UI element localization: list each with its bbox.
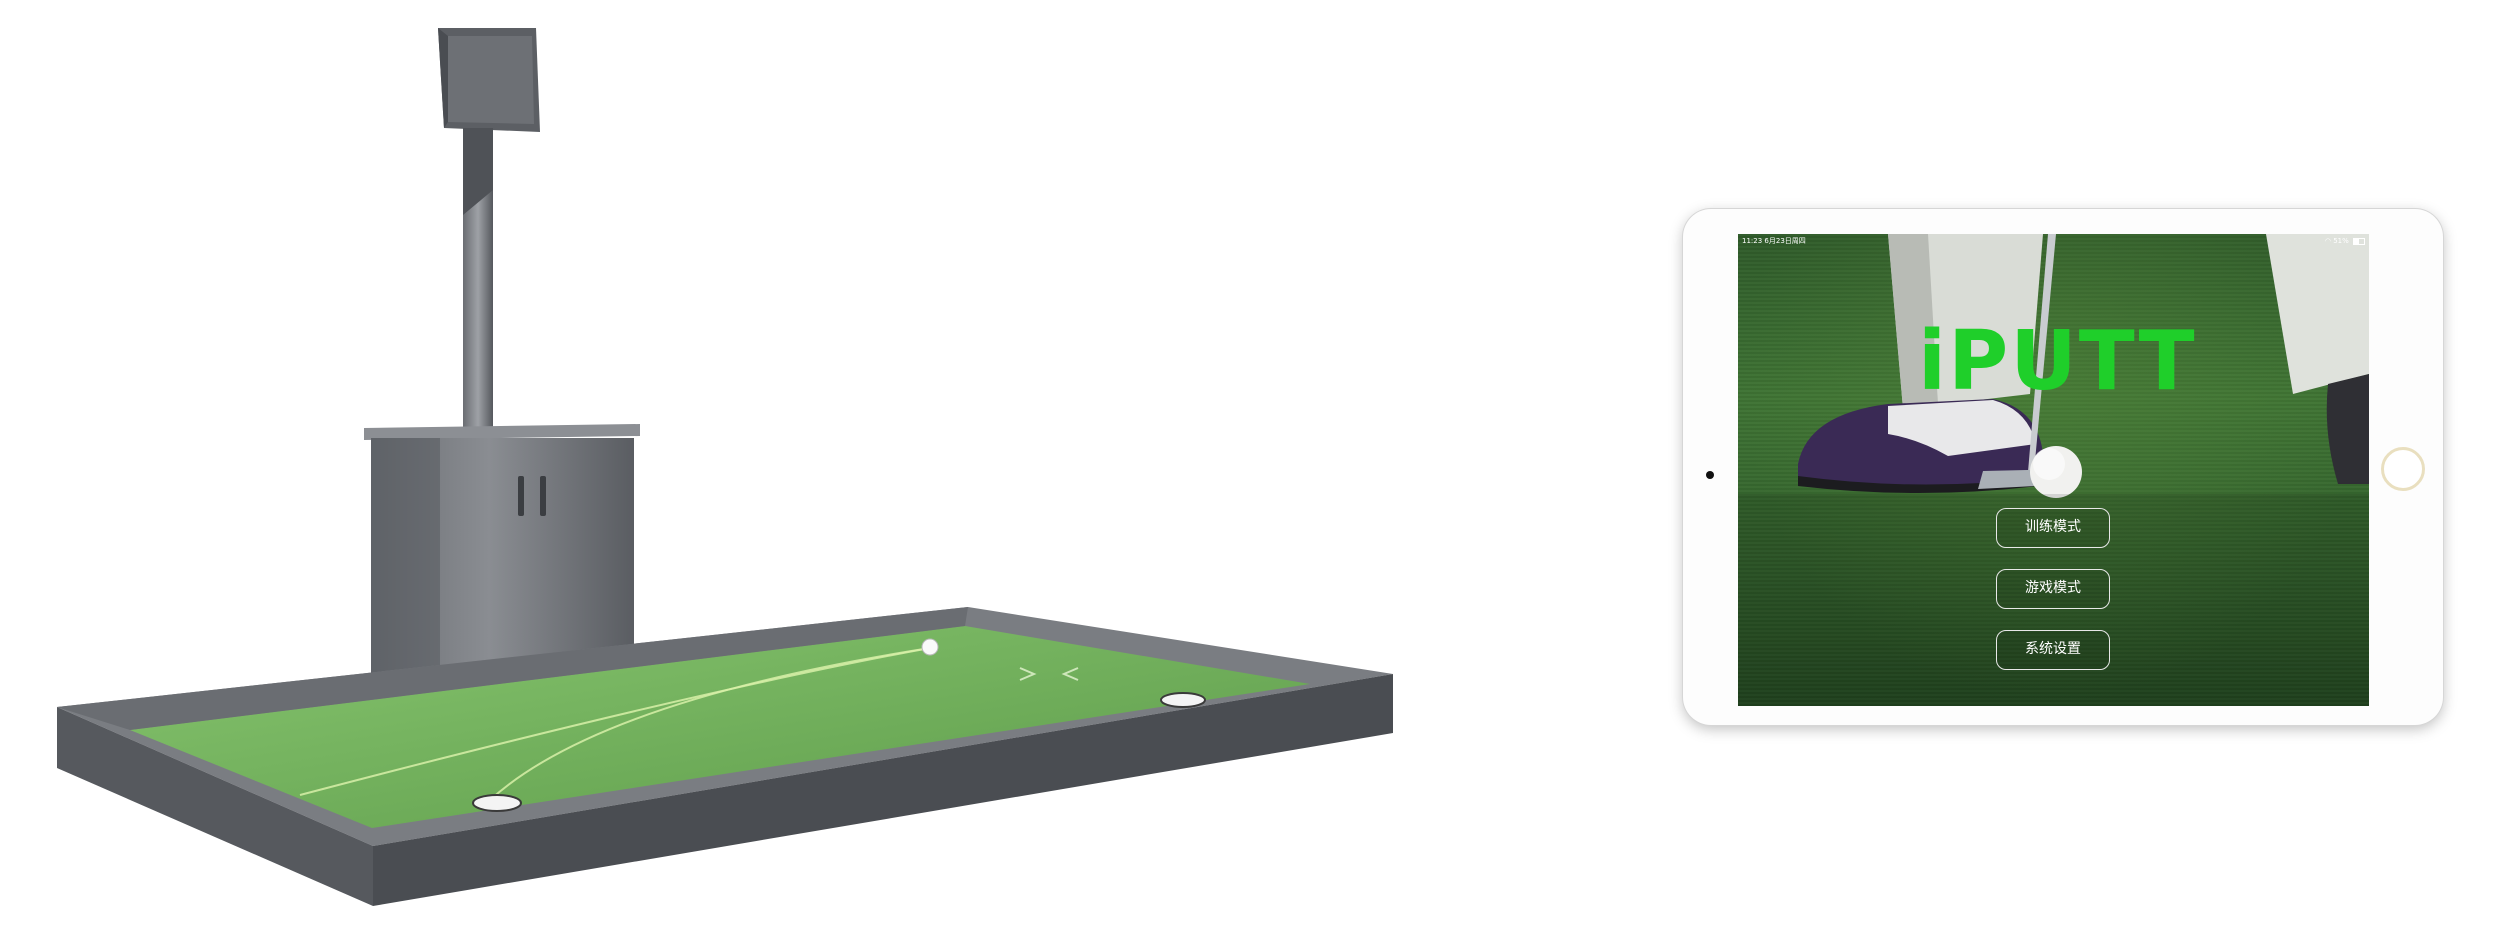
cup-hole-near xyxy=(472,794,522,812)
home-button[interactable] xyxy=(2381,447,2425,491)
app-logo: iPUTT xyxy=(1918,314,2197,409)
system-settings-button[interactable]: 系统设置 xyxy=(1996,630,2110,670)
battery-percent: 51% xyxy=(2333,237,2349,245)
status-time-date: 11:23 6月23日周四 xyxy=(1742,236,1806,246)
status-time: 11:23 xyxy=(1742,237,1763,245)
tablet-device: 11:23 6月23日周四 ◠ 51% iPUTT 训练模式 游戏模式 系统设置 xyxy=(1683,209,2443,725)
training-mode-button[interactable]: 训练模式 xyxy=(1996,508,2110,548)
sensor-head xyxy=(438,28,540,132)
game-mode-button[interactable]: 游戏模式 xyxy=(1996,569,2110,609)
front-camera xyxy=(1706,471,1714,479)
golf-ball xyxy=(921,638,939,656)
battery-icon xyxy=(2353,237,2365,245)
putting-green-base xyxy=(57,607,1393,906)
background-photo xyxy=(1738,234,2369,706)
status-bar: 11:23 6月23日周四 ◠ 51% xyxy=(1742,236,2365,246)
status-indicators: ◠ 51% xyxy=(2325,236,2365,246)
cup-holes xyxy=(472,692,1206,812)
wifi-icon: ◠ xyxy=(2324,237,2331,245)
cup-hole-far xyxy=(1160,692,1206,708)
app-screen: 11:23 6月23日周四 ◠ 51% iPUTT 训练模式 游戏模式 系统设置 xyxy=(1738,234,2369,706)
status-date: 6月23日周四 xyxy=(1764,237,1806,245)
ball-trajectory xyxy=(299,647,931,801)
sensor-pole xyxy=(463,128,493,428)
target-marks xyxy=(1019,667,1079,681)
control-cabinet xyxy=(364,424,640,673)
